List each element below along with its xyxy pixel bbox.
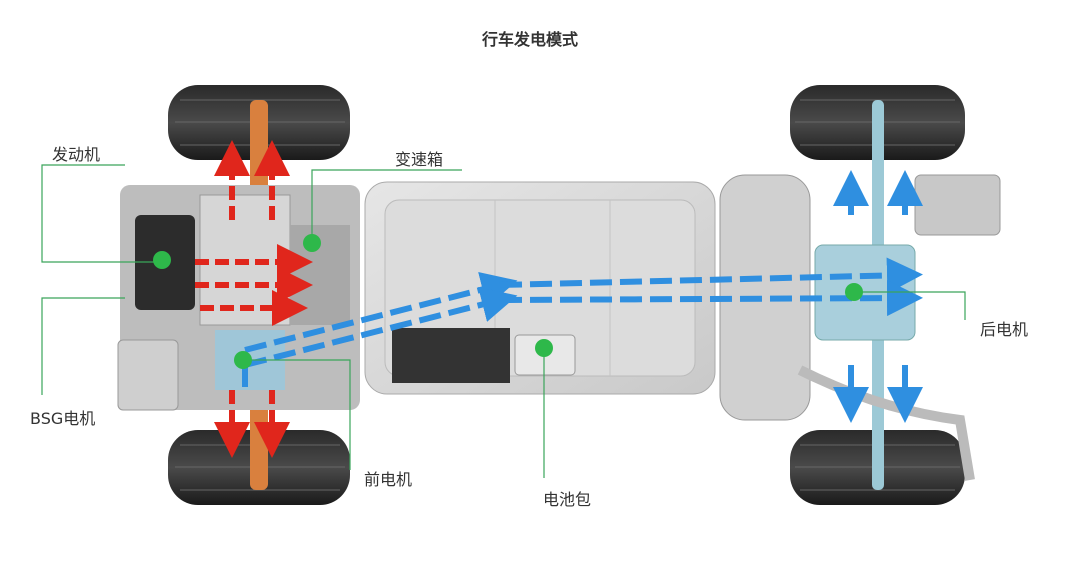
engine-marker: [153, 251, 171, 269]
leader-lines: [41, 164, 966, 478]
battery-marker: [535, 339, 553, 357]
diagram-title: 行车发电模式: [482, 30, 579, 49]
engine-power-flow-arrows: [195, 140, 313, 458]
battery-pack: [364, 181, 716, 395]
label-engine: 发动机: [52, 145, 101, 164]
label-gearbox: 变速箱: [395, 150, 444, 169]
label-bsg-motor: BSG电机: [30, 409, 96, 428]
label-rear-motor: 后电机: [980, 320, 1029, 339]
component-markers: [153, 234, 863, 369]
label-front-motor: 前电机: [364, 470, 413, 489]
label-battery-pack: 电池包: [543, 490, 592, 509]
fuel-tank: [719, 174, 811, 421]
gearbox-marker: [303, 234, 321, 252]
rear-motor-marker: [845, 283, 863, 301]
front-motor-marker: [234, 351, 252, 369]
electric-flow-arrows: [242, 170, 923, 423]
engine-assembly: [117, 185, 360, 411]
